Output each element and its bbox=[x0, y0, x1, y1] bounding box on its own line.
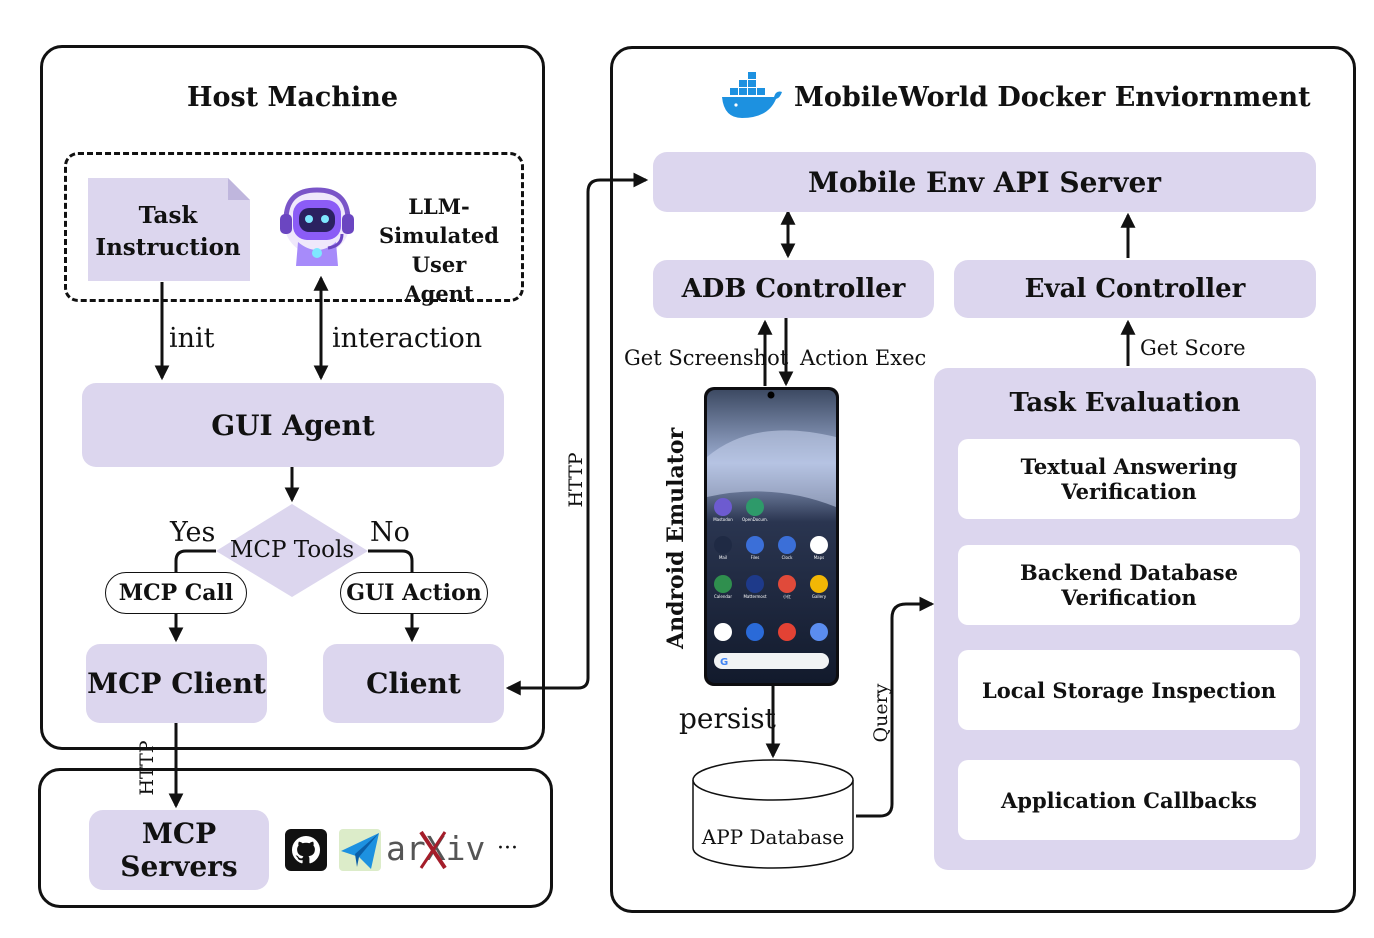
gui-agent-box: GUI Agent bbox=[82, 383, 504, 467]
task-instruction-label: Task Instruction bbox=[95, 202, 241, 261]
task-evaluation-title: Task Evaluation bbox=[1009, 388, 1241, 418]
yes-branch-line bbox=[174, 549, 216, 572]
robot-icon bbox=[276, 184, 358, 270]
app-icons: G bbox=[714, 498, 829, 669]
mcp-servers-frame bbox=[38, 768, 553, 908]
telegram-icon bbox=[337, 827, 383, 873]
eval-controller-box: Eval Controller bbox=[954, 260, 1316, 318]
github-icon bbox=[285, 829, 327, 871]
phone-app-label: Mastodon bbox=[713, 517, 733, 522]
phone-app-label: Clock bbox=[782, 555, 794, 560]
check-backend-database: Backend Database Verification bbox=[958, 545, 1300, 625]
check-textual-answering: Textual Answering Verification bbox=[958, 439, 1300, 519]
app-database-label: APP Database bbox=[701, 825, 845, 849]
phone-app-label: Files bbox=[751, 555, 760, 560]
query-arrow bbox=[856, 596, 935, 818]
api-server-box: Mobile Env API Server bbox=[653, 152, 1316, 212]
more-servers-ellipsis: ··· bbox=[497, 836, 518, 861]
docker-http-label: HTTP bbox=[565, 452, 587, 508]
docker-title: MobileWorld Docker Enviornment bbox=[794, 82, 1311, 113]
phone-app-label: Gallery bbox=[812, 594, 827, 599]
no-branch-line bbox=[368, 549, 414, 572]
host-machine-title: Host Machine bbox=[186, 82, 399, 113]
phone-app-label: Mattermost bbox=[743, 594, 767, 599]
mcp-call-pill: MCP Call bbox=[105, 572, 247, 614]
gui-action-pill: GUI Action bbox=[340, 572, 488, 614]
check-local-storage: Local Storage Inspection bbox=[958, 650, 1300, 730]
phone-app-label: 小红 bbox=[783, 593, 791, 599]
mcp-servers-box: MCP Servers bbox=[89, 810, 269, 890]
mcp-tools-label: MCP Tools bbox=[229, 537, 355, 563]
get-score-label: Get Score bbox=[1140, 336, 1246, 360]
client-box: Client bbox=[323, 644, 504, 723]
svg-text:G: G bbox=[720, 657, 728, 668]
init-label: init bbox=[169, 323, 215, 354]
mcp-http-label: HTTP bbox=[136, 740, 158, 796]
query-label: Query bbox=[870, 683, 892, 743]
phone-app-label: Maps bbox=[814, 555, 825, 560]
app-database-cylinder bbox=[692, 759, 854, 869]
mcp-tools-diamond bbox=[216, 504, 368, 597]
check-application-callbacks: Application Callbacks bbox=[958, 760, 1300, 840]
arxiv-x-mark bbox=[418, 828, 448, 872]
yes-label: Yes bbox=[170, 517, 216, 548]
persist-label: persist bbox=[679, 702, 776, 735]
phone-app-label: Mail bbox=[719, 555, 727, 560]
no-label: No bbox=[370, 517, 410, 548]
phone-app-label: Calendar bbox=[714, 594, 732, 599]
android-emulator-label: Android Emulator bbox=[663, 427, 689, 649]
llm-user-agent-label: LLM- Simulated User Agent bbox=[379, 194, 499, 306]
client-http-arrow bbox=[505, 172, 649, 696]
phone-app-label: OpenDocum. bbox=[742, 517, 768, 522]
adb-controller-box: ADB Controller bbox=[653, 260, 934, 318]
mcp-client-box: MCP Client bbox=[86, 644, 267, 723]
docker-whale-icon bbox=[720, 72, 786, 120]
interaction-label: interaction bbox=[332, 323, 483, 354]
task-instruction-doc bbox=[88, 178, 250, 281]
action-exec-label: Action Exec bbox=[800, 346, 927, 370]
get-screenshot-label: Get Screenshot bbox=[624, 346, 789, 370]
